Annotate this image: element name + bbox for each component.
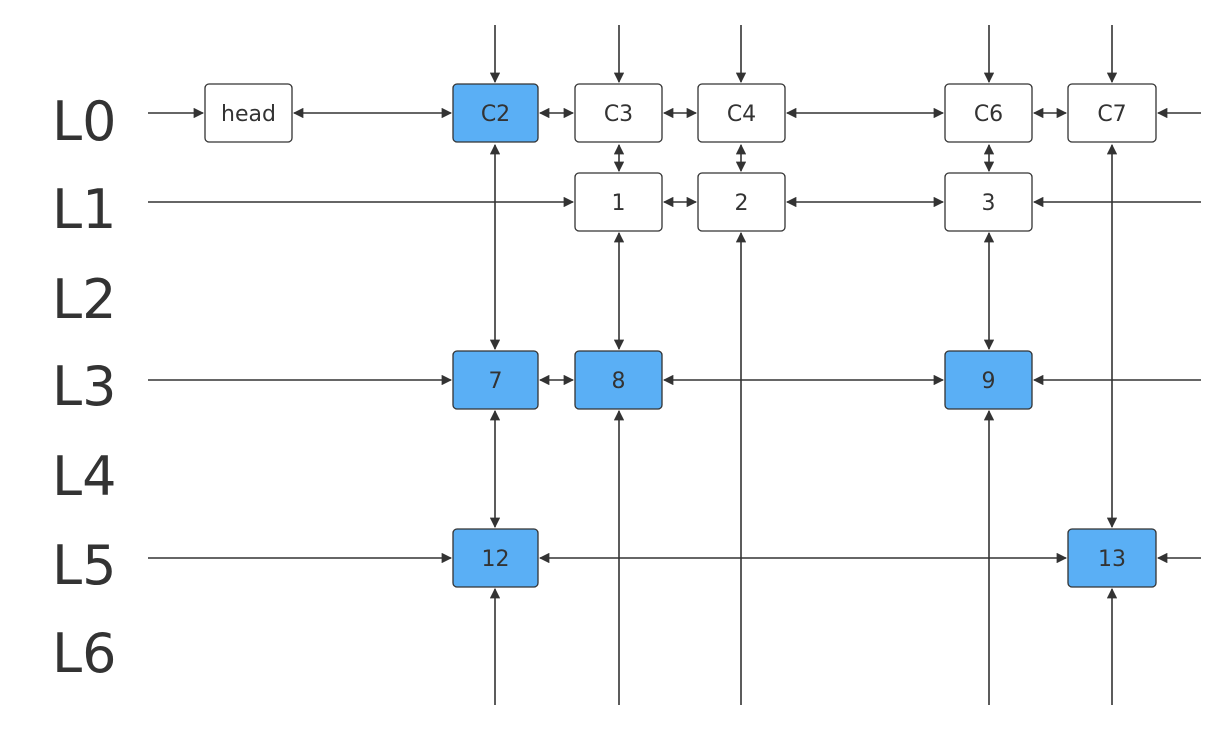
node-label: 8 <box>612 369 626 394</box>
node-label: 9 <box>982 369 996 394</box>
node-13: 13 <box>1067 528 1157 588</box>
node-2: 2 <box>697 172 786 232</box>
level-label-l2: L2 <box>52 268 116 331</box>
node-label: C7 <box>1097 102 1126 127</box>
node-label: 3 <box>982 191 996 216</box>
level-labels: L0 L1 L2 L3 L4 L5 L6 <box>52 90 116 685</box>
node-label: 7 <box>489 369 503 394</box>
node-c2: C2 <box>452 83 539 143</box>
nodes: head C2 C3 C4 C6 C7 1 2 <box>204 83 1157 588</box>
node-c6: C6 <box>944 83 1033 143</box>
node-c3: C3 <box>574 83 663 143</box>
node-8: 8 <box>574 350 663 410</box>
level-label-l1: L1 <box>52 178 116 241</box>
node-9: 9 <box>944 350 1033 410</box>
node-label: C2 <box>481 102 510 127</box>
node-label: C3 <box>604 102 633 127</box>
level-label-l4: L4 <box>52 445 116 508</box>
node-label: 13 <box>1098 547 1126 572</box>
node-3: 3 <box>944 172 1033 232</box>
level-label-l5: L5 <box>52 534 116 597</box>
node-c7: C7 <box>1067 83 1157 143</box>
level-label-l6: L6 <box>52 622 116 685</box>
level-label-l3: L3 <box>52 355 116 418</box>
node-12: 12 <box>452 528 539 588</box>
edges <box>148 25 1201 705</box>
node-1: 1 <box>574 172 663 232</box>
node-head: head <box>204 83 293 143</box>
node-label: 2 <box>735 191 749 216</box>
node-label: C4 <box>727 102 756 127</box>
node-label: 12 <box>482 547 510 572</box>
node-label: C6 <box>974 102 1003 127</box>
node-c4: C4 <box>697 83 786 143</box>
node-7: 7 <box>452 350 539 410</box>
level-label-l0: L0 <box>52 90 116 153</box>
node-label: head <box>221 102 276 127</box>
node-label: 1 <box>612 191 626 216</box>
